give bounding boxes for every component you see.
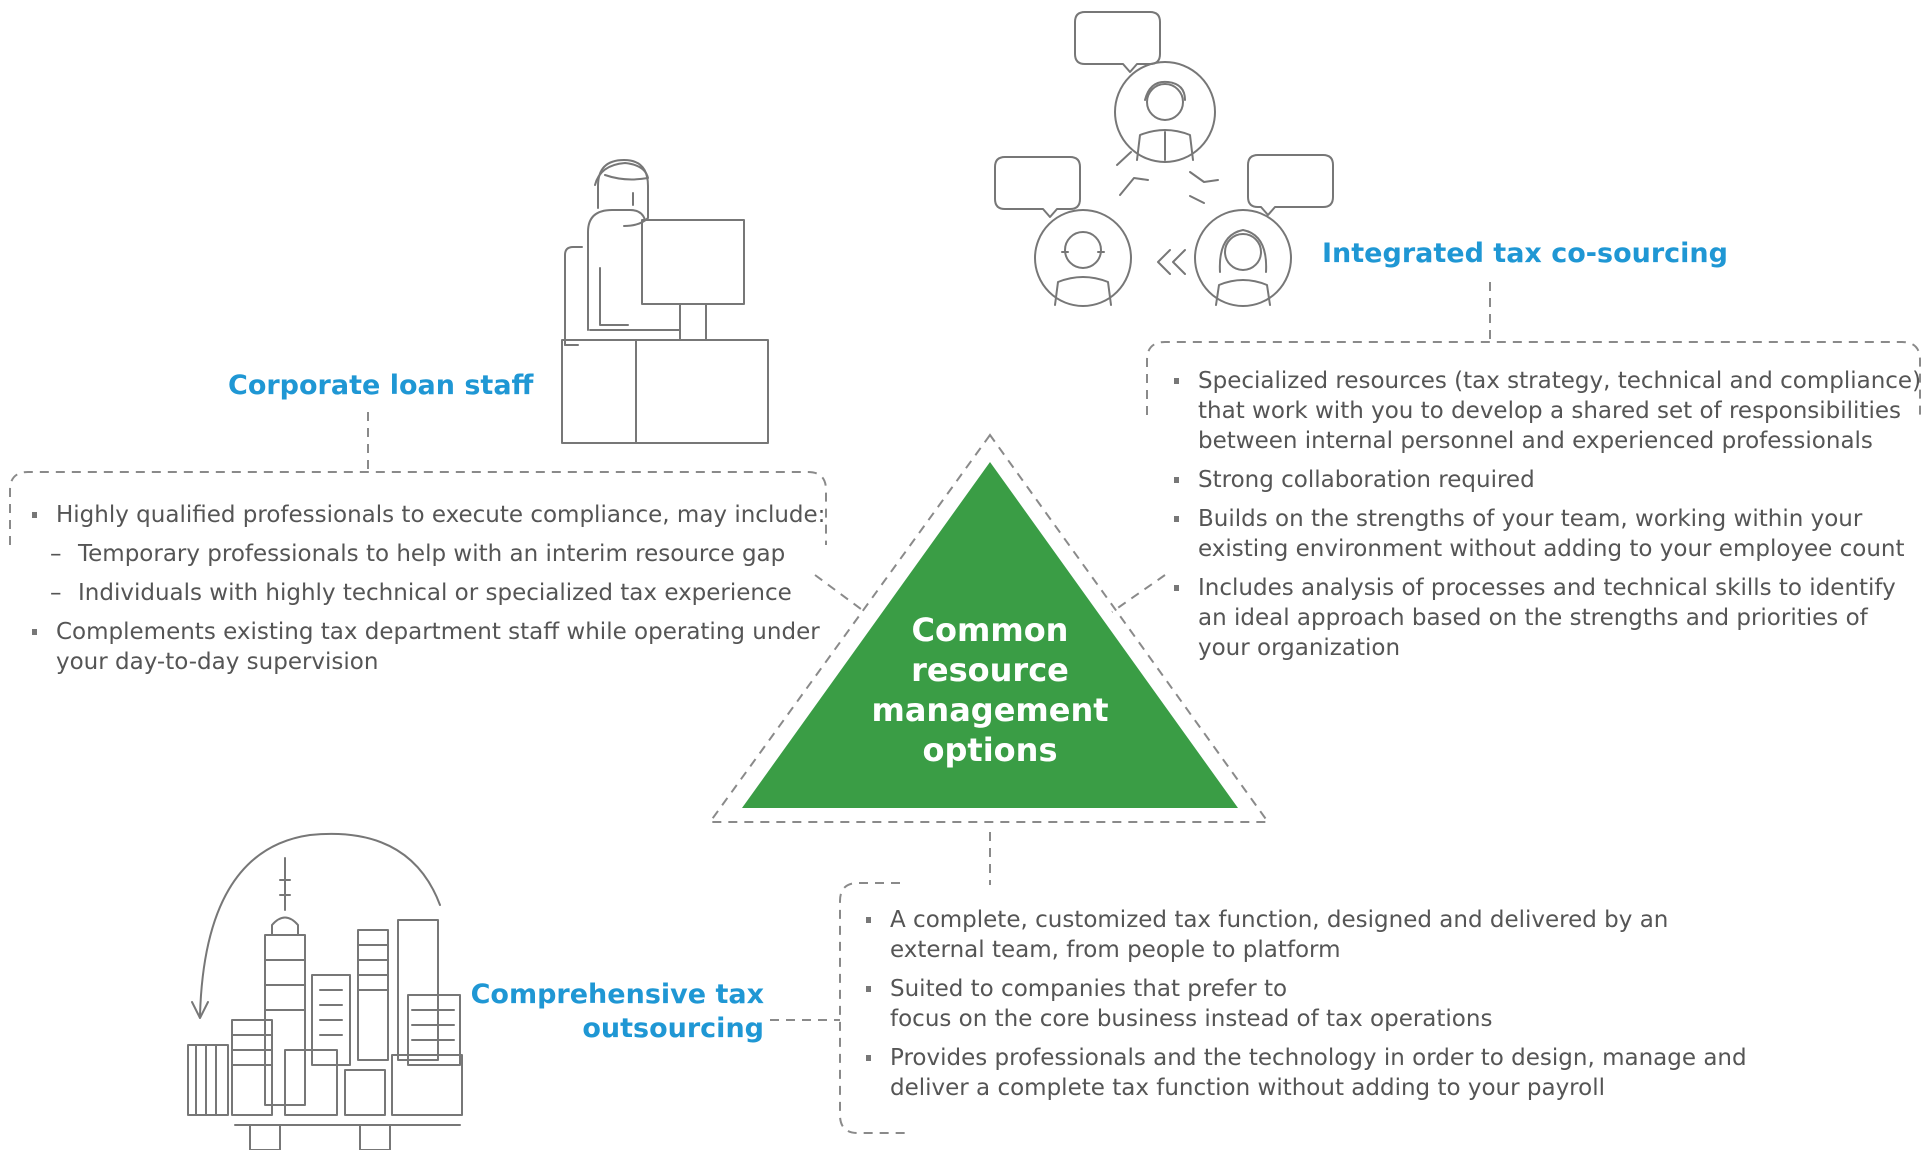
list-item-text: Highly qualified professionals to execut… <box>56 502 826 528</box>
list-item-text: Complements existing tax department staf… <box>56 619 820 645</box>
list-item: Suited to companies that prefer to focus… <box>862 974 1922 1034</box>
list-item-text: Specialized resources (tax strategy, tec… <box>1198 368 1922 394</box>
list-item-text: that work with you to develop a shared s… <box>1198 398 1901 424</box>
connector-right <box>1111 574 1166 613</box>
title-line: outsourcing <box>582 1013 764 1044</box>
list-item-text: your day-to-day supervision <box>56 649 379 675</box>
outer-dashed-triangle <box>708 433 1270 823</box>
co-sourcing-list: Specialized resources (tax strategy, tec… <box>1170 366 1930 672</box>
corporate-loan-staff-title: Corporate loan staff <box>228 370 534 401</box>
list-item-text: Individuals with highly technical or spe… <box>78 580 792 606</box>
list-item-text: external team, from people to platform <box>890 937 1341 963</box>
list-item-text: focus on the core business instead of ta… <box>890 1006 1493 1032</box>
city-illustration <box>187 832 463 1150</box>
corporate-loan-staff-list: Highly qualified professionals to execut… <box>28 500 828 686</box>
center-label-line: management <box>871 691 1109 729</box>
list-item-text: Suited to companies that prefer to <box>890 976 1288 1002</box>
list-item: Provides professionals and the technolog… <box>862 1043 1922 1103</box>
list-item: Complements existing tax department staf… <box>28 617 828 677</box>
comprehensive-tax-outsourcing-title: Comprehensive tax outsourcing <box>471 978 764 1046</box>
list-item-text: Provides professionals and the technolog… <box>890 1045 1747 1071</box>
list-item-text: deliver a complete tax function without … <box>890 1075 1605 1101</box>
list-item-text: existing environment without adding to y… <box>1198 536 1905 562</box>
center-label-line: Common <box>911 611 1069 649</box>
connector-left <box>814 574 866 613</box>
corporate-frame <box>9 471 827 545</box>
list-item-text: your organization <box>1198 635 1401 661</box>
list-item: Highly qualified professionals to execut… <box>28 500 828 530</box>
list-item: Strong collaboration required <box>1170 465 1930 495</box>
list-subitem: Individuals with highly technical or spe… <box>28 578 828 608</box>
list-item-text: an ideal approach based on the strengths… <box>1198 605 1868 631</box>
cosourcing-frame <box>1146 341 1921 415</box>
outsourcing-list: A complete, customized tax function, des… <box>862 905 1922 1112</box>
list-item: Specialized resources (tax strategy, tec… <box>1170 366 1930 456</box>
list-item-text: between internal personnel and experienc… <box>1198 428 1873 454</box>
outsourcing-frame <box>839 882 905 1134</box>
center-triangle <box>742 462 1238 808</box>
list-item-text: Strong collaboration required <box>1198 467 1535 493</box>
list-item-text: Temporary professionals to help with an … <box>78 541 786 567</box>
team-illustration <box>994 11 1334 307</box>
center-label: Common resource management options <box>870 610 1110 770</box>
list-item: Builds on the strengths of your team, wo… <box>1170 504 1930 564</box>
center-label-line: options <box>922 731 1058 769</box>
list-item-text: Includes analysis of processes and techn… <box>1198 575 1896 601</box>
list-item: A complete, customized tax function, des… <box>862 905 1922 965</box>
integrated-tax-co-sourcing-title: Integrated tax co-sourcing <box>1322 238 1728 269</box>
computer-worker-illustration <box>561 159 769 444</box>
list-subitem: Temporary professionals to help with an … <box>28 539 828 569</box>
list-item-text: A complete, customized tax function, des… <box>890 907 1669 933</box>
title-line: Comprehensive tax <box>470 979 764 1010</box>
list-item-text: Builds on the strengths of your team, wo… <box>1198 506 1863 532</box>
list-item: Includes analysis of processes and techn… <box>1170 573 1930 663</box>
center-label-line: resource <box>911 651 1069 689</box>
